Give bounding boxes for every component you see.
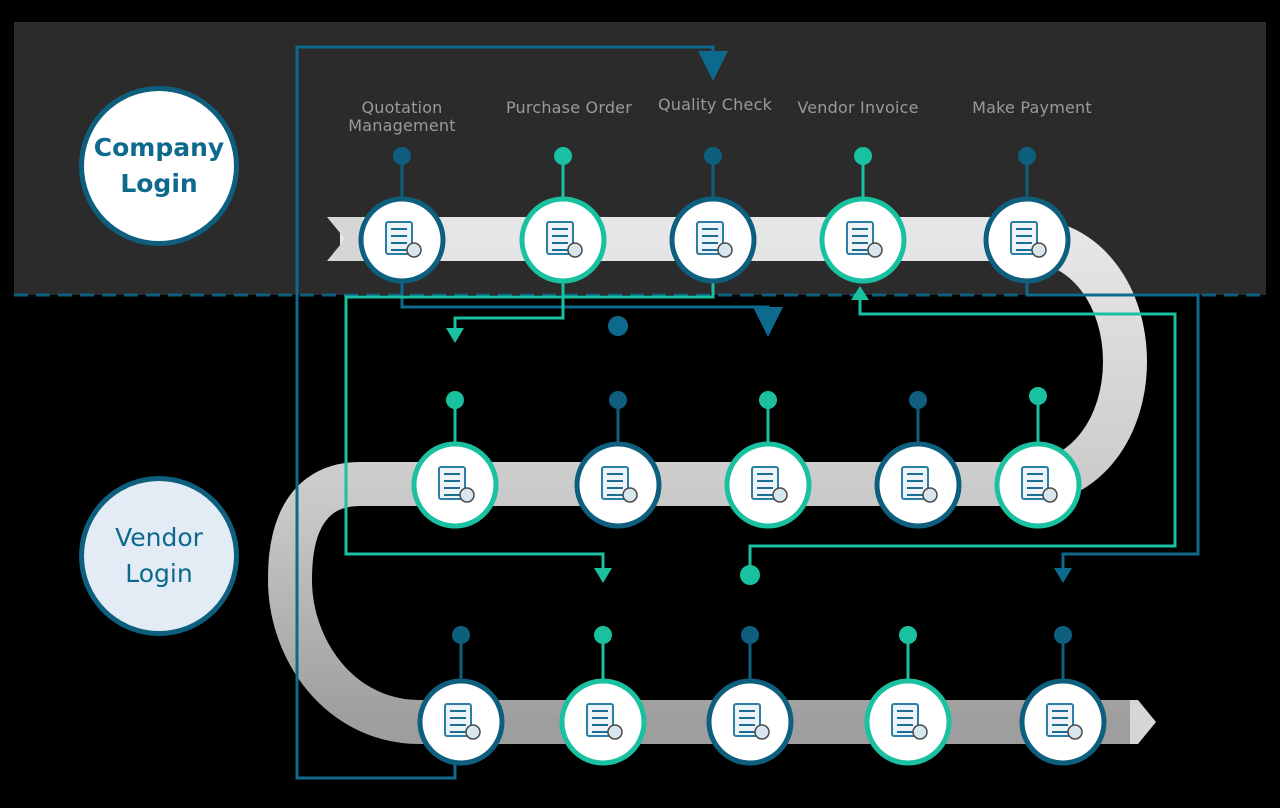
node-dot <box>909 391 927 409</box>
connector-outer-blue <box>295 45 728 780</box>
node-pictogram <box>385 221 422 258</box>
quality-check-worker-icon <box>669 147 757 284</box>
tablet-search-icon <box>864 626 952 766</box>
node-pictogram <box>1010 221 1047 258</box>
node-pictogram <box>546 221 583 258</box>
checklist-approved-icon <box>411 391 499 529</box>
node-pictogram <box>444 703 481 740</box>
node-dot <box>759 391 777 409</box>
track-end-arrow <box>1130 700 1156 744</box>
node-pictogram <box>901 466 938 503</box>
vendor-contract-icon <box>994 387 1082 529</box>
node-dot <box>899 626 917 644</box>
document-return-icon <box>574 391 662 529</box>
node-pictogram <box>1021 466 1058 503</box>
stage-label-purchase-order: Purchase Order <box>505 98 632 117</box>
node-dot <box>854 147 872 165</box>
arrowhead-payment-vendor <box>1054 568 1072 583</box>
stage-label-make-payment: Make Payment <box>972 98 1092 117</box>
node-dot <box>393 147 411 165</box>
node-dot <box>741 626 759 644</box>
connector-dot-teal <box>740 565 760 585</box>
delivery-truck-icon <box>417 626 505 766</box>
arrowhead-quote-vendor <box>759 318 777 333</box>
node-pictogram <box>601 466 638 503</box>
node-dot <box>1054 626 1072 644</box>
arrowhead-po-vendor <box>446 328 464 343</box>
node-dot <box>704 147 722 165</box>
stage-label-vendor-invoice: Vendor Invoice <box>797 98 919 117</box>
vendor-login-label: Vendor Login <box>115 523 203 588</box>
payment-hand-icon <box>983 147 1071 284</box>
document-reply-icon <box>724 391 812 529</box>
node-pictogram <box>1046 703 1083 740</box>
vendor-clipboard-icon <box>874 391 962 529</box>
node-dot <box>446 391 464 409</box>
node-pictogram <box>751 466 788 503</box>
company-login-label: Company Login <box>93 133 225 198</box>
node-pictogram <box>586 703 623 740</box>
vendor-login-badge: Vendor Login <box>79 476 239 636</box>
connector-po-down <box>453 280 565 332</box>
node-pictogram <box>846 221 883 258</box>
node-pictogram <box>438 466 475 503</box>
stage-label-quotation: Quotation Management <box>348 98 456 135</box>
node-pictogram <box>696 221 733 258</box>
connector-invoice-loop <box>748 298 1177 575</box>
connector-dot-blue <box>608 316 628 336</box>
node-pictogram <box>891 703 928 740</box>
node-dot <box>1018 147 1036 165</box>
payment-search-icon <box>1019 626 1107 766</box>
invoice-manager-icon <box>819 147 907 284</box>
connector-qc-loop <box>344 280 715 572</box>
spreadsheet-icon <box>358 147 446 284</box>
node-dot <box>452 626 470 644</box>
connector-payment-loop <box>1025 280 1200 572</box>
company-login-badge: Company Login <box>79 86 239 246</box>
node-pictogram <box>733 703 770 740</box>
node-dot <box>609 391 627 409</box>
connector-quotation-down <box>400 280 783 337</box>
arrowhead-qc <box>704 61 722 75</box>
tablet-icon <box>706 626 794 766</box>
arrowhead-qc-vendor <box>594 568 612 583</box>
track-start-tail <box>327 217 362 261</box>
warehouse-worker-icon <box>559 626 647 766</box>
node-dot <box>1029 387 1047 405</box>
node-dot <box>594 626 612 644</box>
arrowhead-invoice <box>851 286 869 300</box>
purchase-order-icon <box>519 147 607 284</box>
process-track <box>267 217 1147 744</box>
stage-label-quality-check: Quality Check <box>657 95 773 114</box>
node-dot <box>554 147 572 165</box>
